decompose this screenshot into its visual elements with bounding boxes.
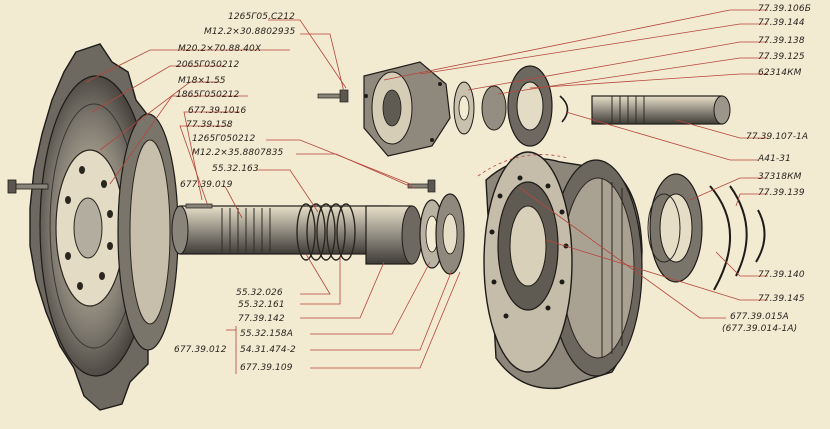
label-77-39-145: 77.39.145: [758, 294, 805, 304]
label-677-39-014-1a: (677.39.014-1А): [722, 324, 798, 334]
label-62314km: 62314КМ: [758, 68, 802, 78]
label-55-32-158a: 55.32.158А: [240, 329, 293, 339]
label-677-39-1016: 677.39.1016: [188, 106, 247, 116]
final-drive-housing: [477, 151, 643, 390]
hub-flange: [117, 113, 179, 351]
label-77-39-107-1a: 77.39.107-1А: [746, 132, 809, 142]
label-a41-31: А41-31: [758, 154, 791, 164]
spring-stack: [296, 203, 356, 261]
label-77-39-125: 77.39.125: [758, 52, 805, 62]
leader-lines: [85, 9, 768, 374]
retaining-rings: [709, 185, 766, 291]
pinion-shaft: [591, 95, 731, 125]
label-m12-2x30: М12.2×30.8802935: [204, 27, 296, 37]
label-55-32-026: 55.32.026: [236, 288, 283, 298]
label-77-39-144: 77.39.144: [758, 18, 805, 28]
label-m18x155: М18×1.55: [178, 76, 226, 86]
label-77-39-142: 77.39.142: [238, 314, 285, 324]
bearing-62314: [507, 65, 569, 147]
label-m12-2x35: М12.2×35.8807835: [192, 148, 284, 158]
left-bolt: [185, 203, 213, 209]
gasket-and-nut: [453, 81, 507, 135]
label-55-32-161: 55.32.161: [238, 300, 285, 310]
thrust-washers: [419, 193, 465, 275]
label-77-39-140: 77.39.140: [758, 270, 805, 280]
splined-collar: [365, 205, 423, 265]
label-1265g050212: 1265Г050212: [192, 134, 256, 144]
label-2065g050212: 2065Г050212: [176, 60, 240, 70]
drive-shaft: [171, 205, 391, 255]
label-77-39-158: 77.39.158: [186, 120, 233, 130]
cover-bolt: [317, 89, 349, 103]
label-1865g050212: 1865Г050212: [176, 90, 240, 100]
label-677-39-019: 677.39.019: [180, 180, 233, 190]
label-1265g05c212: 1265Г05.С212: [228, 12, 295, 22]
label-55-32-163: 55.32.163: [212, 164, 259, 174]
label-54-31-474-2: 54.31.474-2: [240, 345, 296, 355]
label-77-39-106b: 77.39.106Б: [758, 4, 811, 14]
label-77-39-139: 77.39.139: [758, 188, 805, 198]
label-m20-2x70: М20.2×70.88.40Х: [178, 44, 262, 54]
label-677-39-012: 677.39.012: [174, 345, 227, 355]
mid-bolt: [407, 179, 436, 193]
label-77-39-138: 77.39.138: [758, 36, 805, 46]
label-677-39-015a: 677.39.015А: [730, 312, 789, 322]
bearing-cover: [363, 61, 451, 157]
bearing-37318: [647, 173, 703, 283]
label-37318km: 37318КМ: [758, 172, 802, 182]
label-677-39-109: 677.39.109: [240, 363, 293, 373]
